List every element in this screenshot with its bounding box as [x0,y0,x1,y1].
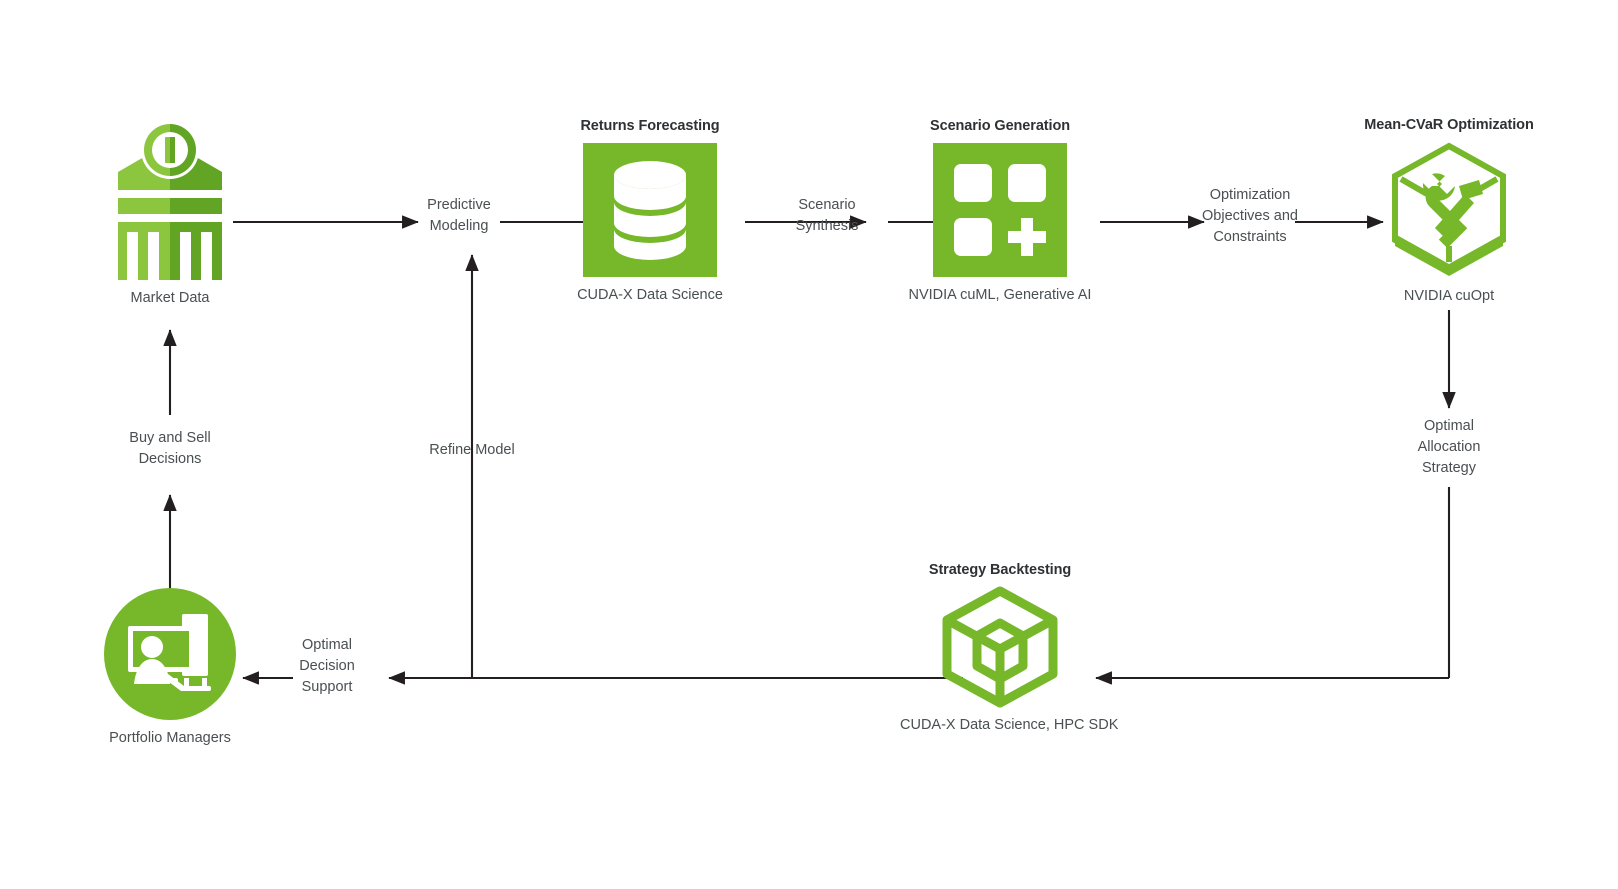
edge-label-line: Optimal [1424,418,1474,434]
node-portfolio-managers[interactable]: Portfolio Managers [70,588,270,746]
edge-label-scenario-synthesis: Scenario Synthesis [757,195,897,237]
edge-label-line: Buy and Sell [129,430,211,446]
cube-outline-icon [900,586,1100,708]
edge-label-line: Optimization [1209,187,1291,203]
edge-label-line: Objectives and [1202,208,1298,224]
person-computer-icon [104,588,236,720]
edge-label-line: Strategy [1422,460,1476,476]
edge-label-line: Support [301,679,353,695]
node-caption: CUDA-X Data Science, HPC SDK [900,717,1119,733]
node-title: Returns Forecasting [580,118,720,134]
edge-label-line: Scenario [798,197,856,213]
edge-label-line: Synthesis [795,218,859,234]
edge-label-optimal-allocation-strategy: Optimal Allocation Strategy [1379,416,1519,479]
node-market-data[interactable]: Market Data [70,120,270,306]
edge-label-refine-model: Refine Model [412,440,532,461]
node-scenario-generation[interactable]: Scenario Generation NVIDIA cuML, Generat… [895,118,1105,303]
node-caption: NVIDIA cuOpt [1403,288,1495,304]
edge-label-line: Constraints [1213,229,1287,245]
bank-icon [70,120,270,280]
edge-label-line: Refine Model [429,442,515,458]
node-returns-forecasting[interactable]: Returns Forecasting CUDA-X Data Science [545,118,755,303]
node-caption: Market Data [130,290,210,306]
node-title: Strategy Backtesting [928,562,1072,578]
edge-label-line: Decision [299,658,355,674]
edge-label-line: Optimal [302,637,352,653]
edge-label-optimal-decision-support: Optimal Decision Support [267,635,387,698]
edge-label-buy-and-sell-decisions: Buy and Sell Decisions [100,428,240,470]
node-caption: Portfolio Managers [109,730,231,746]
grid-plus-icon [933,143,1067,277]
edge-label-line: Decisions [138,451,202,467]
edge-label-line: Allocation [1417,439,1481,455]
edge-label-line: Predictive [427,197,491,213]
node-mean-cvar-optimization[interactable]: Mean-CVaR Optimization [1349,117,1549,304]
node-caption: NVIDIA cuML, Generative AI [908,287,1092,303]
cube-tools-icon [1349,142,1549,278]
node-strategy-backtesting[interactable]: Strategy Backtesting CUDA-X Data Science… [900,562,1119,733]
edge-label-predictive-modeling: Predictive Modeling [399,195,519,237]
node-title: Scenario Generation [930,118,1070,134]
node-caption: CUDA-X Data Science [577,287,723,303]
node-title: Mean-CVaR Optimization [1364,117,1534,133]
edge-label-line: Modeling [429,218,489,234]
database-icon [583,143,717,277]
edge-label-optimization-objectives: Optimization Objectives and Constraints [1150,185,1350,248]
